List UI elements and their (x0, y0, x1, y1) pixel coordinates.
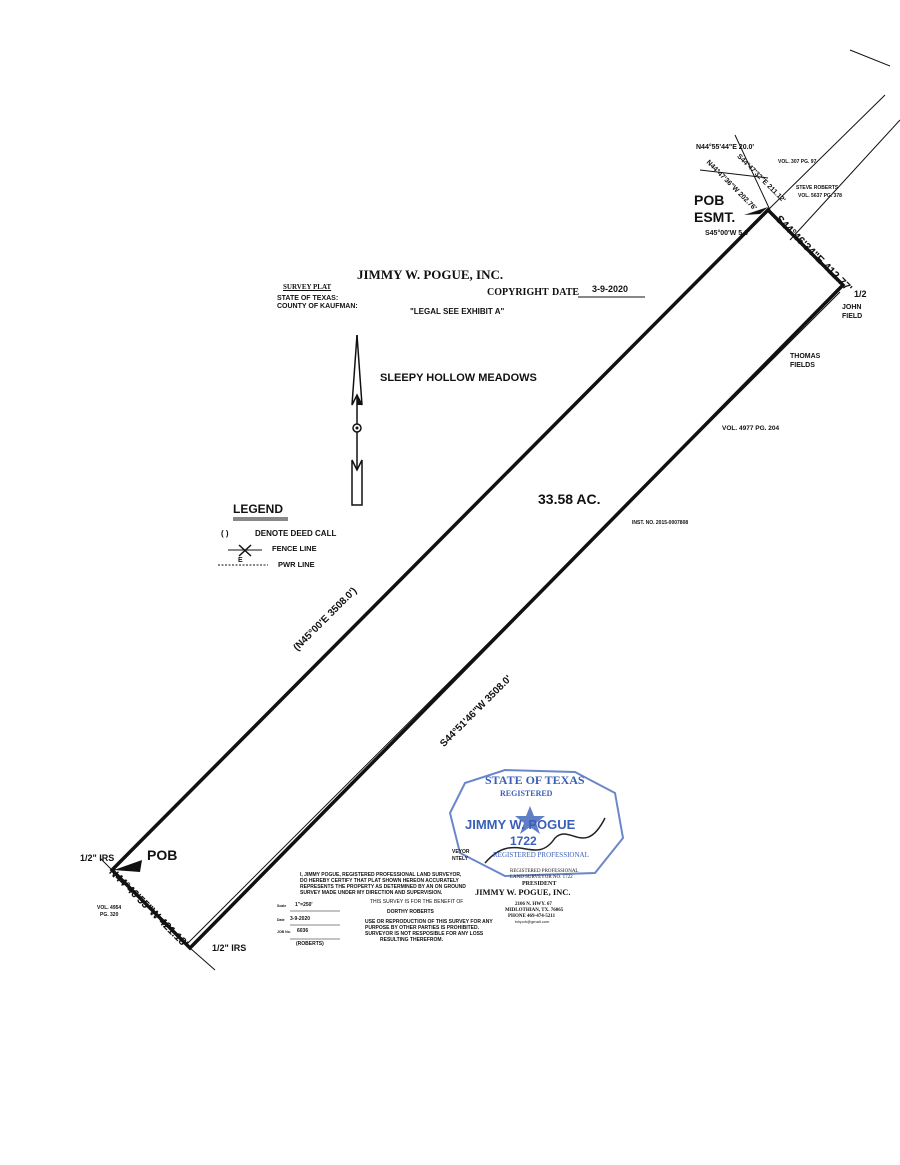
adjoiner-line (849, 49, 891, 67)
legend-pwr-line: PWR LINE (278, 560, 315, 569)
fence-line (185, 291, 841, 946)
cert-line-2: DO HEREBY CERTIFY THAT PLAT SHOWN HEREON… (300, 878, 459, 884)
date-label-tb: Date (277, 918, 285, 922)
address-line-2: MIDLOTHIAN, TX. 76065 (505, 908, 564, 913)
benefit-label: THIS SURVEY IS FOR THE BENEFIT OF (370, 899, 464, 905)
license-line-1: REGISTERED PROFESSIONAL (510, 869, 579, 874)
vol-4954-pg: PG. 320 (100, 912, 119, 918)
use-line-4: RESULTING THEREFROM. (380, 937, 443, 943)
cert-line-3: REPRESENTS THE PROPERTY AS DETERMINED BY… (300, 884, 466, 890)
seal-state-text: STATE OF TEXAS (485, 773, 585, 787)
fence-line (189, 947, 216, 971)
state-label: STATE OF TEXAS: (277, 295, 339, 302)
vol-4954: VOL. 4954 (97, 905, 122, 911)
adjoiner-line (767, 94, 886, 211)
call-esmt-4: S45°00'W 5.0' (705, 230, 750, 237)
easement-line (699, 169, 769, 179)
client-tb: (ROBERTS) (296, 941, 324, 947)
surveyor-seal: STATE OF TEXAS REGISTERED JIMMY W. POGUE… (445, 768, 625, 878)
subdivision-name: SLEEPY HOLLOW MEADOWS (380, 372, 537, 384)
address-line-1: 2106 N. HWY. 67 (515, 902, 552, 907)
pob-esmt-arrow (744, 207, 768, 215)
cert-line-4: SURVEY MADE UNDER MY DIRECTION AND SUPER… (300, 890, 443, 896)
job-number: 6036 (297, 928, 309, 934)
legend-title: LEGEND (233, 502, 284, 516)
tract-boundary (109, 207, 846, 951)
seal-name: JIMMY W. POGUE (465, 817, 576, 832)
cert-line-1: I, JIMMY POGUE, REGISTERED PROFESSIONAL … (300, 872, 462, 878)
north-arrow-icon (351, 334, 363, 506)
client-name: DORTHY ROBERTS (387, 909, 434, 915)
date-label: DATE (552, 287, 580, 298)
use-line-1: USE OR REPRODUCTION OF THIS SURVEY FOR A… (365, 919, 493, 925)
company-name: JIMMY W. POGUE, INC. (357, 267, 504, 282)
scale-value: 1"=250' (295, 902, 313, 908)
inst-no: INST. NO. 2015-0007808 (632, 520, 689, 526)
vol-4977: VOL. 4977 PG. 204 (722, 425, 780, 432)
steve-roberts: STEVE ROBERTS (796, 185, 839, 191)
use-line-3: SURVEYOR IS NOT RESPOSIBLE FOR ANY LOSS (365, 931, 484, 937)
irs-right: 1/2 (854, 289, 867, 299)
copyright-label: COPYRIGHT (487, 287, 549, 298)
surveyor-title: PRESIDENT (522, 881, 557, 887)
date-value-tb: 3-9-2020 (290, 916, 311, 922)
john-fields-2: FIELD (842, 313, 863, 320)
seal-bottom-text: REGISTERED PROFESSIONAL (493, 851, 589, 859)
stray-text-1: VEYOR (452, 849, 470, 855)
survey-plat-label: SURVEY PLAT (283, 283, 332, 291)
legal-note: "LEGAL SEE EXHIBIT A" (410, 307, 505, 316)
seal-number: 1722 (510, 834, 537, 848)
vol-307: VOL. 307 PG. 97 (778, 159, 817, 165)
legend-deed-call: DENOTE DEED CALL (255, 529, 337, 538)
easement-line (734, 134, 771, 211)
seal-registered-text: REGISTERED (500, 789, 553, 798)
thomas-fields-2: FIELDS (790, 362, 815, 369)
irs-left: 1/2" IRS (80, 853, 115, 863)
thomas-fields-1: THOMAS (790, 353, 821, 360)
email: tvhpoh@gmail.com (515, 919, 550, 924)
plat-date: 3-9-2020 (592, 284, 629, 294)
pob-label: POB (147, 847, 178, 863)
use-line-2: PURPOSE BY OTHER PARTIES IS PROHIBITED. (365, 925, 479, 931)
irs-bottom: 1/2" IRS (212, 943, 247, 953)
acreage: 33.58 AC. (538, 491, 601, 507)
fence-line (99, 857, 113, 871)
john-fields-1: JOHN (842, 304, 862, 311)
pob-esmt-label: POB (694, 192, 725, 208)
scale-label: Scale (277, 904, 287, 908)
license-line-2: LAND SURVEYOR NO. 1722 (510, 875, 573, 880)
phone: PHONE 469-474-5211 (508, 914, 556, 919)
call-esmt-1: N44°55'44"E 20.0' (696, 144, 755, 151)
pob-arrow (114, 860, 142, 872)
surveyor-company: JIMMY W. POGUE, INC. (475, 887, 571, 897)
esmt-label: ESMT. (694, 209, 736, 225)
stray-text-2: NTELY (452, 856, 468, 862)
legend-deed-symbol: ( ) (221, 529, 229, 538)
steve-roberts-vol: VOL. 5637 PG. 378 (798, 193, 842, 199)
legend-pwr-letter: E (238, 557, 243, 564)
county-label: COUNTY OF KAUFMAN: (277, 303, 358, 310)
legend-fence-line: FENCE LINE (272, 544, 317, 553)
adjoiner-line (789, 119, 900, 241)
job-label: JOB No. (277, 930, 291, 934)
